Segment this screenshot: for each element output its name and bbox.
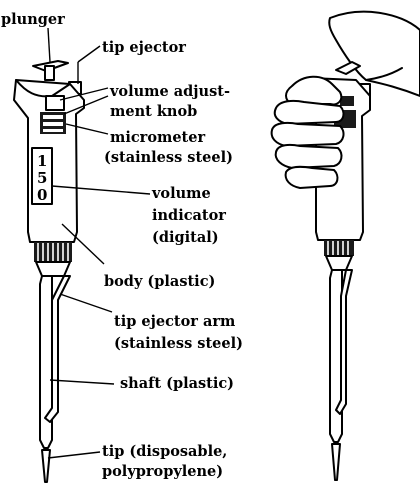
label-volume-indicator-1: volume bbox=[151, 185, 211, 202]
volume-adjustment-knob bbox=[46, 96, 64, 110]
volume-indicator-window: 1 5 0 bbox=[32, 148, 52, 204]
label-volume-indicator-3: (digital) bbox=[152, 229, 219, 246]
label-micrometer-1: micrometer bbox=[110, 129, 205, 146]
volume-digit: 1 bbox=[37, 152, 47, 170]
label-shaft: shaft (plastic) bbox=[120, 375, 234, 392]
grip-collar bbox=[34, 242, 72, 276]
right-pipette bbox=[272, 12, 420, 480]
label-tip-1: tip (disposable, bbox=[102, 443, 227, 460]
volume-digit: 0 bbox=[37, 186, 47, 204]
left-pipette: 1 5 0 bbox=[14, 61, 84, 482]
label-body: body (plastic) bbox=[104, 273, 215, 290]
label-micrometer-2: (stainless steel) bbox=[104, 149, 233, 166]
label-tip-ejector-arm-2: (stainless steel) bbox=[114, 335, 243, 352]
volume-digit: 5 bbox=[37, 169, 47, 187]
disposable-tip bbox=[332, 444, 340, 480]
label-volume-adjustment-knob-2: ment knob bbox=[110, 103, 197, 120]
plunger bbox=[33, 61, 68, 80]
label-volume-indicator-2: indicator bbox=[152, 207, 226, 224]
label-tip-ejector-arm-1: tip ejector arm bbox=[114, 313, 236, 330]
label-tip-2: polypropylene) bbox=[102, 463, 223, 480]
label-plunger: plunger bbox=[1, 11, 65, 28]
hand bbox=[272, 77, 344, 188]
disposable-tip bbox=[42, 450, 50, 482]
label-tip-ejector: tip ejector bbox=[102, 39, 186, 56]
label-volume-adjustment-knob-1: volume adjust- bbox=[109, 83, 230, 100]
micrometer bbox=[40, 112, 66, 134]
